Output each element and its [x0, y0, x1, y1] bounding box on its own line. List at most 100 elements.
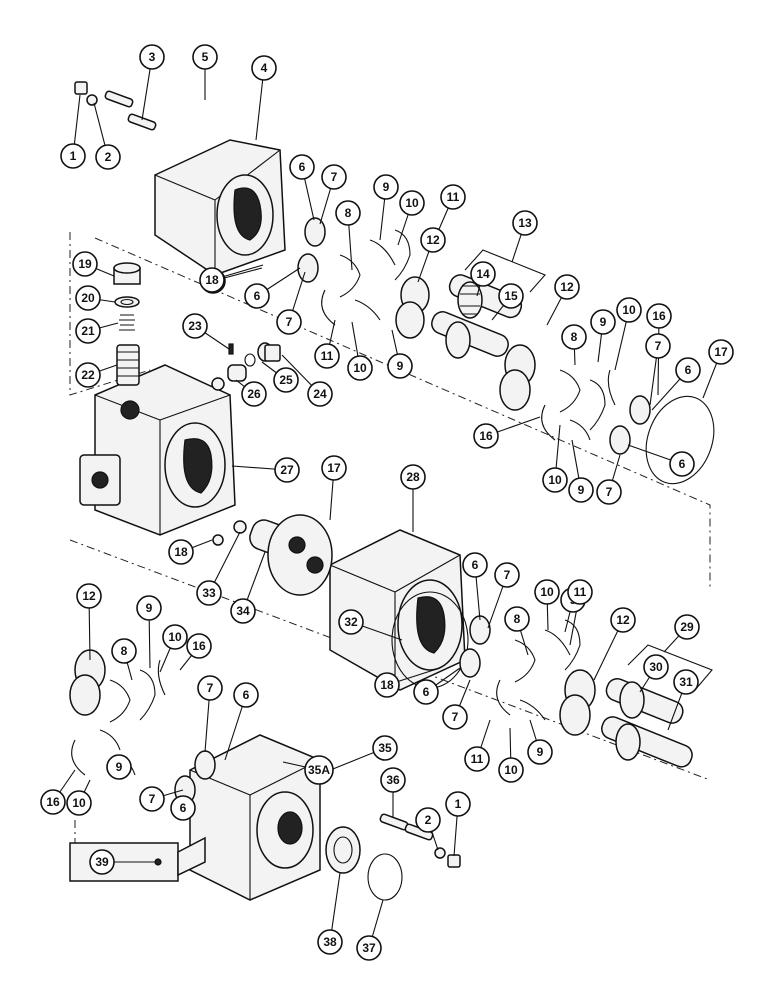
svg-text:11: 11	[471, 752, 484, 766]
svg-text:29: 29	[680, 620, 694, 634]
callout-7: 7	[596, 479, 622, 505]
callout-11: 11	[440, 184, 466, 210]
svg-text:36: 36	[386, 773, 400, 787]
svg-text:19: 19	[78, 257, 92, 271]
callout-18: 18	[168, 539, 194, 565]
svg-text:10: 10	[504, 763, 518, 777]
svg-text:16: 16	[652, 309, 666, 323]
callout-6: 6	[289, 154, 315, 180]
svg-text:17: 17	[327, 461, 341, 475]
svg-text:10: 10	[405, 196, 419, 210]
svg-text:9: 9	[397, 359, 404, 373]
callout-9: 9	[136, 595, 162, 621]
callout-9: 9	[590, 309, 616, 335]
svg-text:12: 12	[82, 589, 96, 603]
svg-text:9: 9	[383, 180, 390, 194]
svg-text:39: 39	[95, 855, 109, 869]
svg-text:6: 6	[180, 801, 187, 815]
callout-15: 15	[498, 283, 524, 309]
svg-text:8: 8	[345, 206, 352, 220]
svg-text:12: 12	[616, 613, 630, 627]
callout-32: 32	[338, 609, 364, 635]
svg-text:7: 7	[504, 568, 511, 582]
callout-1: 1	[60, 143, 86, 169]
svg-text:18: 18	[174, 545, 188, 559]
separator-plate	[212, 514, 333, 596]
callout-9: 9	[387, 353, 413, 379]
svg-text:6: 6	[423, 685, 430, 699]
callout-7: 7	[442, 704, 468, 730]
svg-text:25: 25	[279, 373, 293, 387]
svg-text:10: 10	[168, 630, 182, 644]
svg-text:18: 18	[205, 273, 219, 287]
callout-6: 6	[233, 682, 259, 708]
callout-30: 30	[643, 654, 669, 680]
callout-2: 2	[415, 807, 441, 833]
svg-text:9: 9	[537, 745, 544, 759]
svg-text:10: 10	[548, 473, 562, 487]
callout-22: 22	[75, 362, 101, 388]
callout-31: 31	[673, 669, 699, 695]
svg-text:3: 3	[149, 50, 156, 64]
callout-10: 10	[498, 757, 524, 783]
svg-text:15: 15	[504, 289, 518, 303]
svg-text:33: 33	[202, 586, 216, 600]
svg-text:37: 37	[362, 941, 376, 955]
svg-text:35A: 35A	[308, 763, 330, 777]
callout-6: 6	[462, 552, 488, 578]
svg-text:8: 8	[514, 612, 521, 626]
top-studs	[74, 81, 157, 131]
callout-10: 10	[347, 355, 373, 381]
callout-7: 7	[645, 333, 671, 359]
svg-text:17: 17	[714, 345, 728, 359]
svg-text:26: 26	[247, 387, 261, 401]
callout-36: 36	[380, 767, 406, 793]
callout-26: 26	[241, 381, 267, 407]
svg-text:7: 7	[331, 170, 338, 184]
callout-7: 7	[276, 309, 302, 335]
relief-valve-parts	[113, 262, 141, 386]
bottom-studs	[379, 813, 461, 868]
svg-text:7: 7	[149, 792, 156, 806]
callout-10: 10	[534, 579, 560, 605]
callout-35: 35	[372, 735, 398, 761]
callout-10: 10	[616, 297, 642, 323]
lower-gear-set	[601, 678, 693, 768]
svg-text:21: 21	[81, 324, 95, 338]
callout-16: 16	[646, 303, 672, 329]
svg-text:9: 9	[146, 601, 153, 615]
callout-27: 27	[274, 457, 300, 483]
svg-text:8: 8	[121, 644, 128, 658]
svg-text:6: 6	[679, 457, 686, 471]
callout-17: 17	[321, 455, 347, 481]
callout-3: 3	[139, 44, 165, 70]
svg-text:6: 6	[254, 289, 261, 303]
svg-text:6: 6	[685, 363, 692, 377]
svg-text:2: 2	[105, 150, 112, 164]
callout-38: 38	[317, 929, 343, 955]
callout-21: 21	[75, 318, 101, 344]
assembly-brackets	[464, 249, 713, 691]
svg-text:6: 6	[243, 688, 250, 702]
callout-12: 12	[554, 274, 580, 300]
svg-text:12: 12	[426, 233, 440, 247]
callout-18: 18	[199, 267, 225, 293]
callout-8: 8	[504, 606, 530, 632]
callout-17: 17	[708, 339, 734, 365]
callout-20: 20	[75, 285, 101, 311]
svg-text:1: 1	[70, 149, 77, 163]
callout-1: 1	[445, 791, 471, 817]
svg-text:7: 7	[606, 485, 613, 499]
upper-bushings	[297, 217, 651, 455]
svg-text:11: 11	[321, 349, 334, 363]
callout-8: 8	[335, 200, 361, 226]
svg-text:24: 24	[313, 387, 327, 401]
svg-text:38: 38	[323, 935, 337, 949]
callout-28: 28	[400, 464, 426, 490]
svg-text:7: 7	[452, 710, 459, 724]
callout-10: 10	[399, 190, 425, 216]
valve-small-parts	[211, 342, 281, 391]
svg-text:16: 16	[479, 429, 493, 443]
